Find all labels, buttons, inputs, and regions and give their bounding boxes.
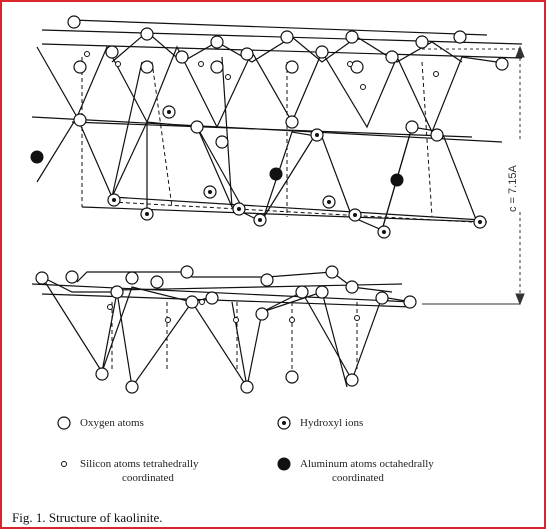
legend-aluminum-icon [277, 457, 291, 471]
hydroxyl-ions [107, 105, 487, 239]
hydroxyl-ion-centers [112, 110, 482, 234]
legend-silicon-label-line2: coordinated [122, 472, 174, 484]
c-dimension-label: c = 7.15A [507, 165, 519, 212]
silicon-atoms [84, 51, 439, 323]
aluminum-atoms [30, 150, 404, 187]
legend-symbols [57, 416, 291, 471]
oxygen-atoms [35, 15, 509, 394]
lower-layer-dashed-bonds [111, 302, 358, 372]
legend-oxygen-label: Oxygen atoms [80, 417, 144, 429]
legend-silicon-label-line1: Silicon atoms tetrahedrally [80, 458, 199, 470]
legend-aluminum-label-line1: Aluminum atoms octahedrally [300, 458, 434, 470]
legend-silicon-icon [61, 461, 67, 467]
legend-oxygen-icon [57, 416, 71, 430]
legend-aluminum-label-line2: coordinated [332, 472, 384, 484]
legend-hydroxyl-label: Hydroxyl ions [300, 417, 364, 429]
dimension-marker [422, 45, 525, 306]
figure-caption: Fig. 1. Structure of kaolinite. [12, 510, 163, 525]
upper-layer-dashed-bonds [81, 57, 473, 223]
